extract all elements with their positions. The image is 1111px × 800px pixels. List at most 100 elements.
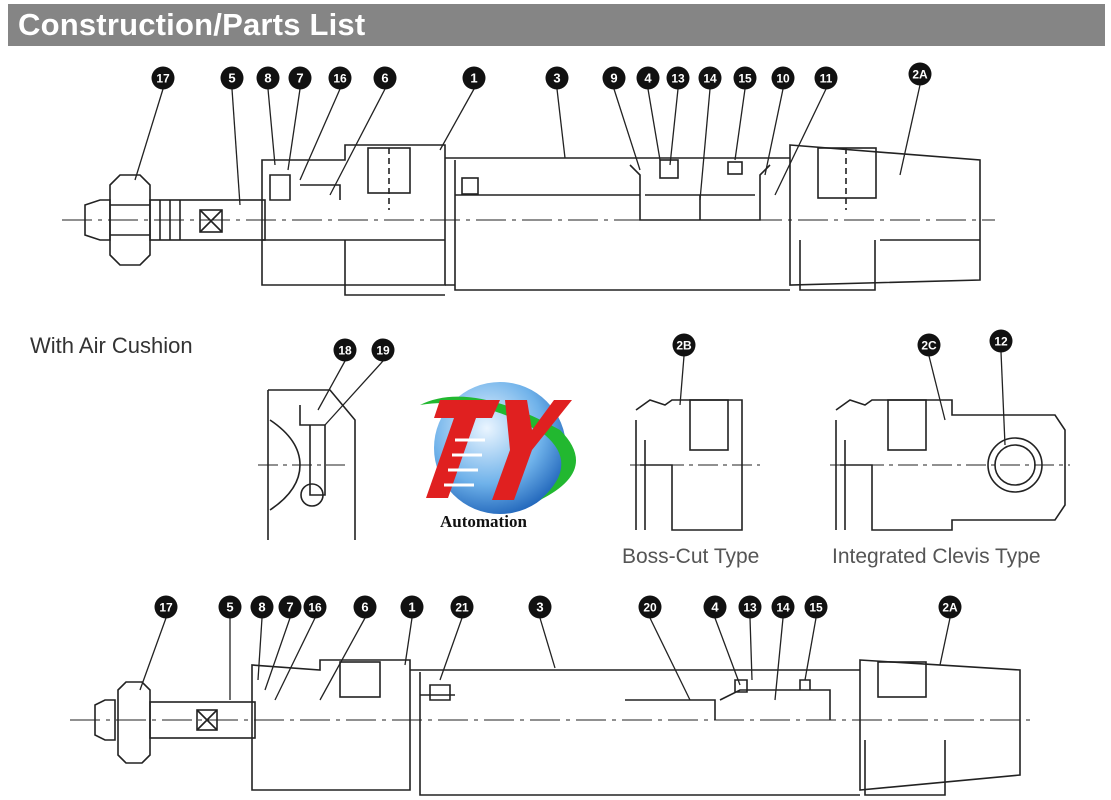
callout-21: 21 [439, 595, 474, 681]
leader-line [139, 617, 167, 691]
callout-circle [703, 595, 727, 619]
callout-circle [545, 66, 569, 90]
logo-text: Automation [440, 512, 527, 531]
leader-line [774, 88, 827, 196]
callout-number: 7 [296, 71, 303, 86]
callout-4: 4 [636, 66, 661, 161]
callout-circle [698, 66, 722, 90]
leader-line [319, 617, 366, 701]
callout-number: 9 [610, 71, 617, 86]
leader-line [764, 88, 784, 176]
rod-nut [109, 174, 151, 266]
leader-line [134, 88, 164, 181]
callout-number: 2A [942, 601, 958, 615]
callout-number: 16 [308, 601, 322, 615]
section-title: Construction/Parts List [18, 7, 366, 42]
callout-2c: 2C [917, 333, 946, 421]
callout-15: 15 [733, 66, 757, 161]
callout-3: 3 [545, 66, 569, 159]
callout-number: 2C [921, 339, 937, 353]
integrated-clevis-detail [830, 399, 1070, 531]
callout-circle [154, 595, 178, 619]
leader-line [299, 88, 341, 181]
callout-circle [462, 66, 486, 90]
callout-circle [278, 595, 302, 619]
callout-number: 11 [820, 72, 833, 86]
leader-line [267, 88, 276, 166]
callout-circle [917, 333, 941, 357]
callout-1: 1 [439, 66, 486, 151]
callout-number: 16 [333, 72, 347, 86]
callout-number: 1 [408, 600, 415, 615]
callout-6: 6 [329, 66, 397, 196]
callout-circle [250, 595, 274, 619]
callout-number: 8 [264, 71, 271, 86]
callout-6: 6 [319, 595, 377, 701]
bottom-cylinder [70, 659, 1030, 796]
section-header: Construction/Parts List [8, 4, 1105, 46]
leader-line [749, 617, 753, 681]
leader-line [699, 88, 711, 201]
callout-circle [636, 66, 660, 90]
callout-number: 14 [776, 601, 790, 615]
leader-line [439, 88, 475, 151]
leader-line [774, 617, 784, 701]
callout-10: 10 [764, 66, 795, 176]
callout-circle [638, 595, 662, 619]
callout-number: 12 [994, 335, 1008, 349]
callout-number: 4 [711, 600, 719, 615]
callout-circle [989, 329, 1013, 353]
leader-line [231, 88, 241, 206]
callout-circle [908, 62, 932, 86]
callout-number: 15 [809, 601, 823, 615]
callout-circle [738, 595, 762, 619]
callout-number: 3 [536, 600, 543, 615]
callout-circle [733, 66, 757, 90]
callout-circle [450, 595, 474, 619]
boss-cut-caption: Boss-Cut Type [622, 545, 760, 568]
callout-18: 18 [317, 338, 357, 411]
leader-line [257, 617, 263, 681]
callout-19: 19 [324, 338, 395, 426]
callout-number: 10 [776, 72, 790, 86]
callout-number: 15 [738, 72, 752, 86]
callout-7: 7 [264, 595, 302, 691]
callout-circle [528, 595, 552, 619]
callout-14: 14 [698, 66, 722, 201]
leader-line [734, 88, 746, 161]
callout-circle [666, 66, 690, 90]
callout-15: 15 [804, 595, 828, 681]
callout-1: 1 [400, 595, 424, 666]
leader-line [899, 84, 921, 176]
callout-number: 5 [228, 71, 235, 86]
callout-17: 17 [139, 595, 178, 691]
callout-circle [218, 595, 242, 619]
callout-number: 18 [338, 344, 352, 358]
callout-number: 20 [643, 601, 657, 615]
callout-number: 1 [470, 71, 477, 86]
callout-circle [333, 338, 357, 362]
leader-line [928, 355, 946, 421]
leader-line [539, 617, 556, 669]
callout-number: 17 [156, 72, 170, 86]
callout-circle [938, 595, 962, 619]
callout-circle [256, 66, 280, 90]
callout-16: 16 [274, 595, 327, 701]
leader-line [939, 617, 951, 666]
leader-line [804, 617, 817, 681]
callout-number: 19 [376, 344, 390, 358]
callout-5: 5 [218, 595, 242, 700]
callout-circle [151, 66, 175, 90]
callout-number: 21 [455, 601, 469, 615]
callout-circle [672, 333, 696, 357]
callout-9: 9 [602, 66, 641, 171]
callout-13: 13 [738, 595, 762, 681]
callout-5: 5 [220, 66, 244, 206]
callout-circle [371, 338, 395, 362]
callout-4: 4 [703, 595, 741, 686]
callout-circle [814, 66, 838, 90]
leader-line [556, 88, 566, 159]
air-cushion-detail [258, 389, 356, 540]
leader-line [1000, 351, 1006, 446]
callout-circle [804, 595, 828, 619]
